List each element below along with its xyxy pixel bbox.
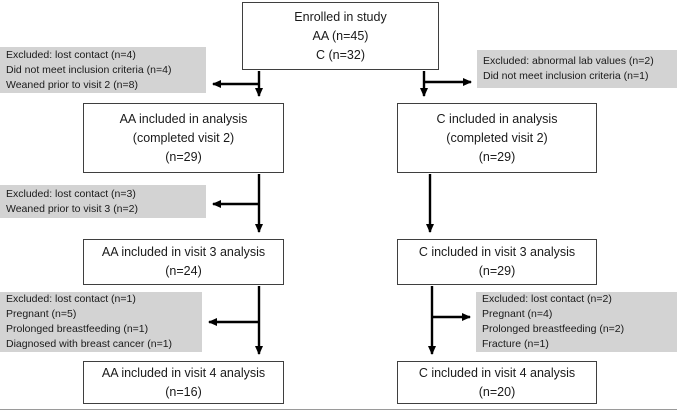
exclusion-line: Excluded: lost contact (n=4) <box>6 48 136 61</box>
box-aa-visit3-count: (n=24) <box>165 264 202 278</box>
exclusion-box-left-1: Excluded: lost contact (n=4) Did not mee… <box>0 47 206 93</box>
box-c-visit2-line: C included in analysis <box>436 111 558 126</box>
exclusion-line: Fracture (n=1) <box>482 338 549 350</box>
exclusion-line: Did not meet inclusion criteria (n=1) <box>483 70 649 82</box>
exclusion-line: Excluded: abnormal lab values (n=2) <box>483 55 654 67</box>
box-aa-visit3: AA included in visit 3 analysis (n=24) <box>83 239 284 285</box>
exclusion-line: Diagnosed with breast cancer (n=1) <box>6 338 173 350</box>
box-aa-visit4: AA included in visit 4 analysis (n=16) <box>83 361 284 404</box>
box-enrolled: Enrolled in study AA (n=45) C (n=32) <box>242 2 439 70</box>
box-c-visit4-line: C included in visit 4 analysis <box>418 365 576 380</box>
exclusion-box-left-3: Excluded: lost contact (n=1) Pregnant (n… <box>0 292 202 352</box>
box-c-visit2: C included in analysis (completed visit … <box>397 103 597 173</box>
box-enrolled-title: Enrolled in study <box>294 9 387 24</box>
box-c-visit3-count: (n=29) <box>478 264 516 278</box>
box-aa-visit2-line: (completed visit 2) <box>132 130 235 145</box>
exclusion-line: Excluded: lost contact (n=1) <box>6 293 136 305</box>
box-enrolled-c-count: C (n=32) <box>316 47 365 62</box>
box-aa-visit2-count: (n=29) <box>165 149 202 164</box>
box-aa-visit2-line: AA included in analysis <box>119 111 248 126</box>
exclusion-line: Excluded: lost contact (n=2) <box>482 293 612 305</box>
exclusion-line: Weaned prior to visit 3 (n=2) <box>6 202 138 215</box>
box-aa-visit2: AA included in analysis (completed visit… <box>83 103 284 173</box>
exclusion-line: Pregnant (n=4) <box>482 308 553 320</box>
box-aa-visit3-line: AA included in visit 3 analysis <box>101 245 266 259</box>
box-enrolled-aa-count: AA (n=45) <box>312 28 369 43</box>
exclusion-line: Weaned prior to visit 2 (n=8) <box>6 78 138 91</box>
box-c-visit4-count: (n=20) <box>478 384 516 399</box>
box-c-visit2-line: (completed visit 2) <box>446 130 548 145</box>
exclusion-line: Excluded: lost contact (n=3) <box>6 187 136 200</box>
box-c-visit3: C included in visit 3 analysis (n=29) <box>397 239 597 285</box>
exclusion-line: Prolonged breastfeeding (n=1) <box>6 323 149 335</box>
exclusion-box-left-2: Excluded: lost contact (n=3) Weaned prio… <box>0 185 206 218</box>
box-c-visit4: C included in visit 4 analysis (n=20) <box>397 361 597 404</box>
exclusion-line: Prolonged breastfeeding (n=2) <box>482 323 625 335</box>
box-c-visit3-line: C included in visit 3 analysis <box>418 245 576 259</box>
exclusion-line: Did not meet inclusion criteria (n=4) <box>6 63 172 76</box>
exclusion-line: Pregnant (n=5) <box>6 308 77 320</box>
exclusion-box-right-2: Excluded: lost contact (n=2) Pregnant (n… <box>476 292 677 352</box>
box-c-visit2-count: (n=29) <box>478 149 516 164</box>
exclusion-box-right-1: Excluded: abnormal lab values (n=2) Did … <box>477 50 677 88</box>
box-aa-visit4-line: AA included in visit 4 analysis <box>101 365 266 380</box>
box-aa-visit4-count: (n=16) <box>165 384 202 399</box>
